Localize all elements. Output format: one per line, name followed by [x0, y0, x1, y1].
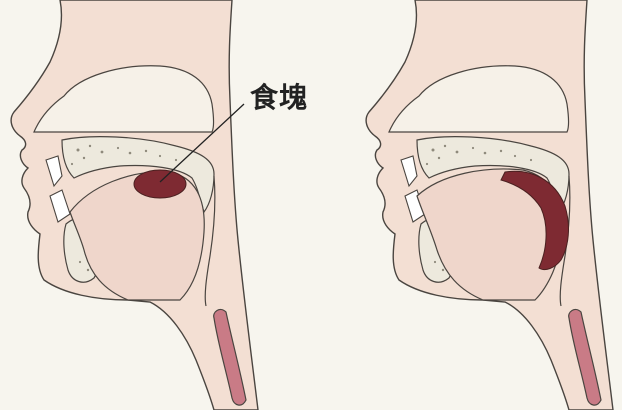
- bolus-in-mouth: [134, 170, 186, 198]
- bolus-label: 食塊: [250, 76, 308, 116]
- panel-left: [11, 0, 258, 410]
- panel-right: [366, 0, 613, 410]
